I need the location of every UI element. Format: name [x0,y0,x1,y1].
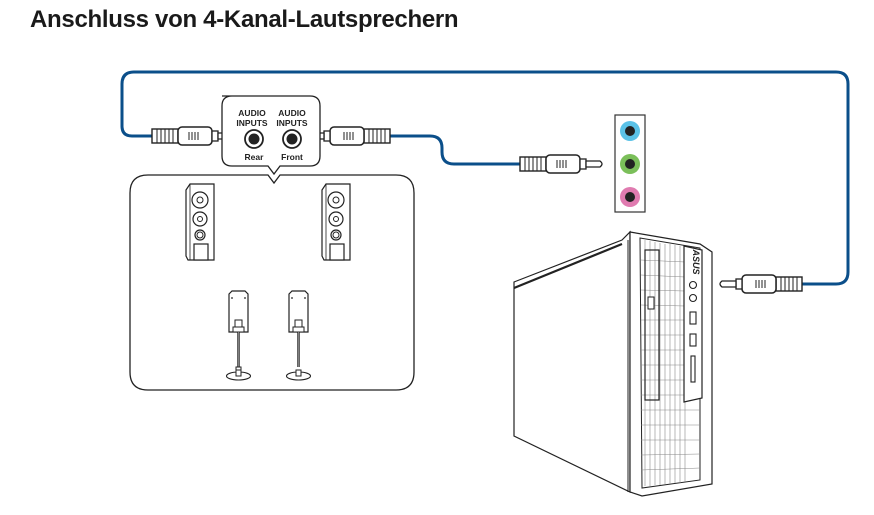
pc-panel-plug [519,154,603,174]
card-reader-slot[interactable] [690,355,696,383]
eject-button[interactable] [647,296,655,310]
asus-logo: ASUS [691,248,701,274]
speaker-input-panel: AUDIO INPUTS Rear AUDIO INPUTS Front [221,95,321,176]
pc-front-plug [719,274,803,294]
usb-port-1[interactable] [689,311,697,325]
front-input-label-line1: AUDIO [278,108,306,118]
rear-input-position: Rear [245,152,265,162]
mic-port[interactable] [688,293,698,303]
headphone-port[interactable] [688,280,698,290]
speaker-system-box [129,174,415,391]
cable-front [388,134,520,166]
front-input-label-line2: INPUTS [276,118,308,128]
front-right-speaker [321,183,351,261]
front-left-speaker [185,183,215,261]
rear-left-speaker [225,290,252,381]
front-input-position: Front [281,152,303,162]
usb-port-2[interactable] [689,333,697,347]
desktop-pc: ASUS [513,230,713,497]
rear-input-label-line2: INPUTS [236,118,268,128]
page-title: Anschluss von 4-Kanal-Lautsprechern [30,6,459,33]
rear-input-label-line1: AUDIO [238,108,266,118]
optical-drive[interactable] [644,249,660,401]
rear-audio-panel [614,114,646,213]
rear-right-speaker [285,290,312,381]
cable-rear [120,70,850,286]
